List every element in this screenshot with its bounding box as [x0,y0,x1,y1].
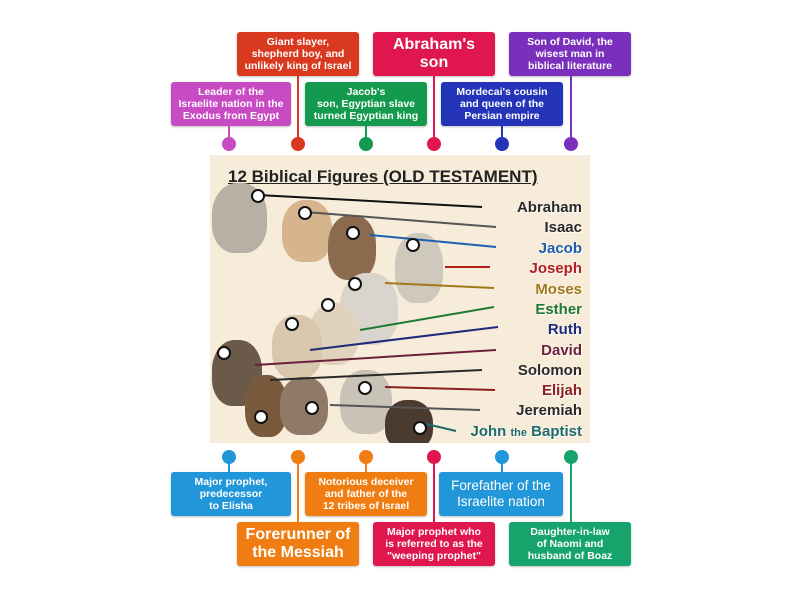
bottom-stem-5 [501,458,503,472]
drop-target-joseph[interactable] [406,238,420,252]
top-stem-5 [501,126,503,140]
label-son-of-david[interactable]: Son of David, the wisest man in biblical… [509,32,631,76]
portrait-elijah [340,370,392,434]
top-stem-3 [365,126,367,140]
drop-target-moses[interactable] [348,277,362,291]
bottom-pin-6 [564,450,578,464]
drop-target-esther[interactable] [321,298,335,312]
name-david: David [541,342,582,359]
label-abrahams-son[interactable]: Abraham's son [373,32,495,76]
name-john-the-baptist: John the Baptist [470,423,582,440]
label-jacobs-son[interactable]: Jacob's son, Egyptian slave turned Egypt… [305,82,427,126]
portrait-jeremiah [280,377,328,435]
drop-target-solomon[interactable] [254,410,268,424]
label-daughter-in-law-naomi[interactable]: Daughter-in-law of Naomi and husband of … [509,522,631,566]
name-isaac: Isaac [544,219,582,236]
label-forefather-israelite[interactable]: Forefather of the Israelite nation [439,472,563,516]
drop-target-isaac[interactable] [298,206,312,220]
name-esther: Esther [535,301,582,318]
name-john-part2: Baptist [526,423,582,440]
drop-target-david[interactable] [217,346,231,360]
drop-target-abraham[interactable] [251,189,265,203]
label-exodus-leader[interactable]: Leader of the Israelite nation in the Ex… [171,82,291,126]
name-john-part1: John [470,423,511,440]
top-stem-4 [433,76,435,140]
drop-target-elijah[interactable] [358,381,372,395]
bottom-pin-1 [222,450,236,464]
bottom-stem-4 [433,458,435,522]
portrait-jacob [328,215,376,280]
top-pin-1 [222,137,236,151]
pointer-lines [254,194,499,432]
drop-target-jacob[interactable] [346,226,360,240]
name-moses: Moses [535,281,582,298]
name-abraham: Abraham [516,199,582,216]
drop-target-john-the-baptist[interactable] [413,421,427,435]
top-pin-3 [359,137,373,151]
bottom-stem-1 [228,458,230,472]
name-ruth: Ruth [547,321,582,338]
name-jeremiah: Jeremiah [516,402,582,419]
picture-title: 12 Biblical Figures (OLD TESTAMENT) [228,167,538,186]
bottom-stem-3 [365,458,367,472]
name-john-the: the [510,427,527,439]
bottom-stem-2 [297,458,299,522]
bottom-stem-6 [570,458,572,522]
name-joseph: Joseph [529,260,582,277]
top-pin-5 [495,137,509,151]
bottom-pin-3 [359,450,373,464]
label-forerunner-messiah[interactable]: Forerunner of the Messiah [237,522,359,566]
top-pin-2 [291,137,305,151]
top-pin-6 [564,137,578,151]
bottom-pin-4 [427,450,441,464]
bottom-pin-2 [291,450,305,464]
name-elijah: Elijah [541,382,582,399]
label-giant-slayer[interactable]: Giant slayer, shepherd boy, and unlikely… [237,32,359,76]
label-weeping-prophet[interactable]: Major prophet who is referred to as the … [373,522,495,566]
drop-target-ruth[interactable] [285,317,299,331]
label-major-prophet-elisha[interactable]: Major prophet, predecessor to Elisha [171,472,291,516]
biblical-figures-picture: 12 Biblical Figures (OLD TESTAMENT) Abra… [210,155,590,443]
top-stem-1 [228,126,230,140]
bottom-pin-5 [495,450,509,464]
top-stem-2 [297,76,299,140]
label-mordecais-cousin[interactable]: Mordecai's cousin and queen of the Persi… [441,82,563,126]
top-pin-4 [427,137,441,151]
label-notorious-deceiver[interactable]: Notorious deceiver and father of the 12 … [305,472,427,516]
name-solomon: Solomon [517,362,582,379]
drop-target-jeremiah[interactable] [305,401,319,415]
top-stem-6 [570,76,572,140]
name-jacob: Jacob [538,240,582,257]
